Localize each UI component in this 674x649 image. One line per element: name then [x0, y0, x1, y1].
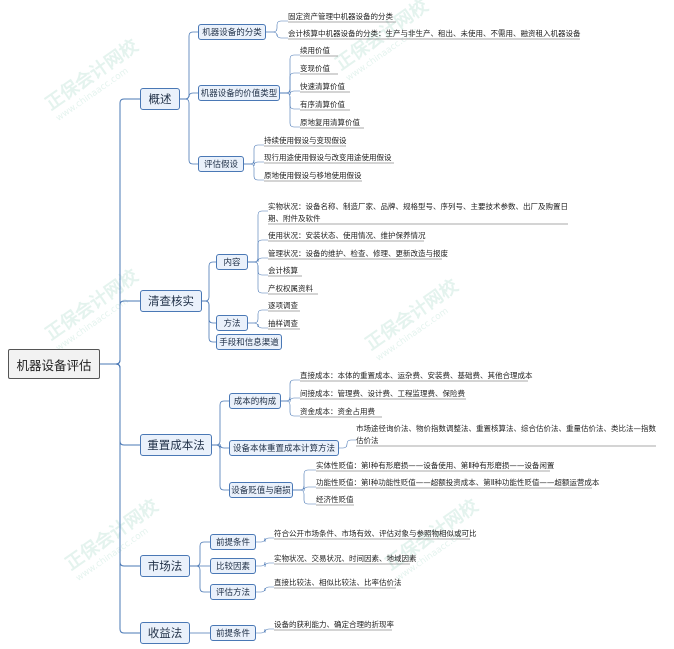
- branch-market[interactable]: 市场法: [140, 555, 190, 577]
- branch-income[interactable]: 收益法: [140, 622, 190, 644]
- leaf-text: 经济性贬值: [316, 495, 354, 504]
- leaf-text: 直接成本：本体的重置成本、运杂费、安装费、基础费、其他合理成本: [300, 371, 533, 380]
- leaf-text: 逐项调查: [268, 301, 298, 310]
- leaf-text: 功能性贬值：第Ⅰ种功能性贬值——超额投资成本、第Ⅱ种功能性贬值——超额运营成本: [316, 478, 600, 487]
- branch-inventory[interactable]: 清查核实: [140, 290, 202, 312]
- leaf-text: 变现价值: [300, 64, 330, 73]
- leaf-text: 会计核算: [268, 266, 298, 275]
- leaf-text: 会计核算中机器设备的分类：生产与非生产、租出、未使用、不需用、融资租入机器设备: [288, 29, 581, 38]
- node-calc-methods[interactable]: 设备本体重置成本计算方法: [229, 440, 339, 456]
- leaf-text: 有序清算价值: [300, 100, 345, 109]
- node-classification[interactable]: 机器设备的分类: [198, 24, 266, 40]
- node-content[interactable]: 内容: [216, 254, 248, 270]
- leaf-text: 资金成本：资金占用费: [300, 407, 375, 416]
- leaf-text: 市场途径询价法、物价指数调整法、重置核算法、综合估价法、重量估价法、类比法—指数…: [356, 424, 656, 445]
- node-method[interactable]: 方法: [216, 315, 248, 331]
- leaf-text: 固定资产管理中机器设备的分类: [288, 12, 393, 21]
- leaf-text: 实物状况：设备名称、制造厂家、品牌、规格型号、序列号、主要技术参数、出厂及购置日…: [268, 202, 568, 223]
- branch-replacement-cost[interactable]: 重置成本法: [140, 434, 212, 456]
- node-depreciation[interactable]: 设备贬值与磨损: [229, 482, 293, 498]
- node-cost-composition[interactable]: 成本的构成: [229, 393, 281, 409]
- node-market-premise[interactable]: 前提条件: [210, 534, 256, 550]
- leaf-text: 使用状况：安装状态、使用情况、维护保养情况: [268, 231, 426, 240]
- node-channels[interactable]: 手段和信息渠道: [216, 334, 282, 350]
- leaf-text: 快速清算价值: [300, 82, 345, 91]
- node-assumptions[interactable]: 评估假设: [198, 156, 244, 172]
- leaf-text: 实体性贬值：第Ⅰ种有形磨损——设备使用、第Ⅱ种有形磨损——设备闲置: [316, 461, 555, 470]
- branch-overview[interactable]: 概述: [140, 88, 180, 110]
- leaf-text: 设备的获利能力、确定合理的折现率: [274, 620, 394, 629]
- node-value-types[interactable]: 机器设备的价值类型: [198, 85, 280, 101]
- leaf-text: 产权权属资料: [268, 284, 313, 293]
- node-market-factors[interactable]: 比较因素: [210, 558, 256, 574]
- leaf-text: 实物状况、交易状况、时间因素、地域因素: [274, 554, 417, 563]
- leaf-text: 直接比较法、相似比较法、比率估价法: [274, 578, 402, 587]
- leaf-text: 续用价值: [300, 46, 330, 55]
- leaf-text: 符合公开市场条件、市场有效、评估对象与参照物相似或可比: [274, 529, 477, 538]
- leaf-text: 原地复用清算价值: [300, 118, 360, 127]
- leaf-text: 抽样调查: [268, 319, 298, 328]
- node-income-premise[interactable]: 前提条件: [210, 625, 256, 641]
- leaf-text: 现行用途使用假设与改变用途使用假设: [264, 153, 392, 162]
- leaf-text: 原地使用假设与移地使用假设: [264, 171, 362, 180]
- leaf-text: 管理状况：设备的维护、检查、修理、更新改造与报废: [268, 249, 448, 258]
- leaf-text: 间接成本：管理费、设计费、工程监理费、保险费: [300, 389, 465, 398]
- leaf-text: 持续使用假设与变现假设: [264, 136, 347, 145]
- root-node[interactable]: 机器设备评估: [8, 349, 100, 379]
- node-market-methods[interactable]: 评估方法: [210, 584, 256, 600]
